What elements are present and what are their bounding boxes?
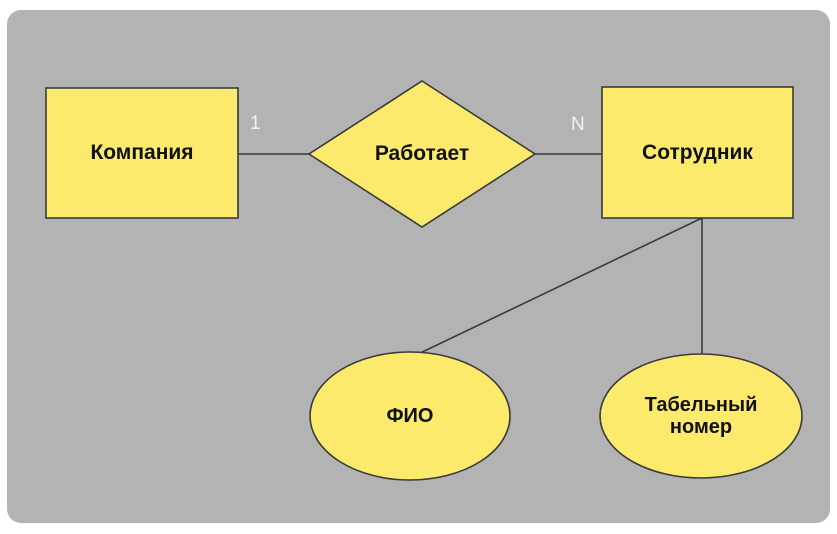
attribute-personnel-number-shape[interactable] bbox=[599, 353, 803, 479]
connector-employee-fullname bbox=[413, 217, 703, 357]
cardinality-many: N bbox=[571, 114, 585, 135]
attribute-full-name-shape[interactable] bbox=[309, 351, 511, 481]
entity-company-shape[interactable] bbox=[45, 87, 239, 219]
relationship-works-shape[interactable] bbox=[307, 80, 537, 228]
cardinality-one: 1 bbox=[250, 113, 261, 134]
entity-employee-shape[interactable] bbox=[601, 86, 794, 219]
